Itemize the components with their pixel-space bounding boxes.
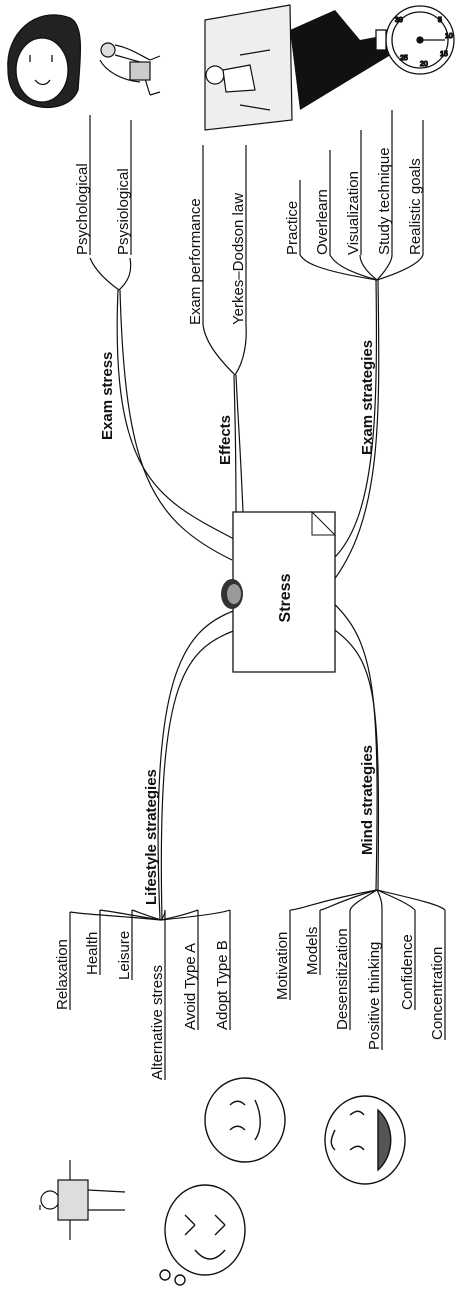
leaf-yerkes-dodson: Yerkes–Dodson law [230, 193, 247, 325]
branch-label-lifestyle: Lifestyle strategies [143, 769, 160, 905]
sitting-man-icon [100, 43, 160, 95]
stopwatch-icon: 5 10 15 20 25 30 [376, 6, 454, 74]
center-label: Stress [277, 573, 294, 622]
leaf-confidence: Confidence [399, 934, 416, 1010]
leaf-motivation: Motivation [274, 932, 291, 1000]
woman-face-icon [8, 15, 81, 108]
angry-face-icon [160, 1185, 245, 1285]
leaf-visualization: Visualization [345, 171, 362, 255]
center-node: Stress [221, 512, 335, 672]
laughing-face-icon [325, 1096, 405, 1184]
leaf-study-technique: Study technique [376, 147, 393, 255]
leaf-health: Health [84, 932, 101, 975]
leaf-practice: Practice [284, 201, 301, 255]
leaf-alternative-stress: Alternative stress [149, 965, 166, 1080]
leaf-models: Models [304, 927, 321, 975]
leaf-leisure: Leisure [116, 931, 133, 980]
leaf-exam-performance: Exam performance [187, 198, 204, 325]
leaf-psychological: Psychological [74, 163, 91, 255]
stopwatch-label-20: 20 [420, 61, 428, 68]
leaf-realistic-goals: Realistic goals [407, 158, 424, 255]
leaf-psysiological: Psysiological [115, 168, 132, 255]
leaf-desensitization: Desensitization [334, 928, 351, 1030]
stopwatch-label-15: 15 [440, 51, 448, 58]
branch-label-effects: Effects [217, 415, 234, 465]
leaf-positive-thinking: Positive thinking [366, 942, 383, 1050]
meditating-person-icon [205, 5, 292, 130]
stopwatch-label-5: 5 [438, 17, 442, 24]
leaf-avoid-type-a: Avoid Type A [182, 943, 199, 1030]
branch-label-mind: Mind strategies [359, 745, 376, 855]
branch-label-exam-stress: Exam stress [99, 352, 116, 440]
leaf-overlearn: Overlearn [314, 189, 331, 255]
standing-man-icon [40, 1160, 125, 1240]
button-knob-highlight [227, 584, 241, 604]
leaf-concentration: Concentration [429, 947, 446, 1040]
stopwatch-label-25: 25 [400, 55, 408, 62]
leaf-adopt-type-b: Adopt Type B [214, 940, 231, 1030]
calm-face-icon [205, 1078, 285, 1162]
stopwatch-label-10: 10 [445, 33, 453, 40]
leaf-relaxation: Relaxation [54, 939, 71, 1010]
branch-label-exam-strategies: Exam strategies [359, 340, 376, 455]
stopwatch-label-30: 30 [395, 17, 403, 24]
